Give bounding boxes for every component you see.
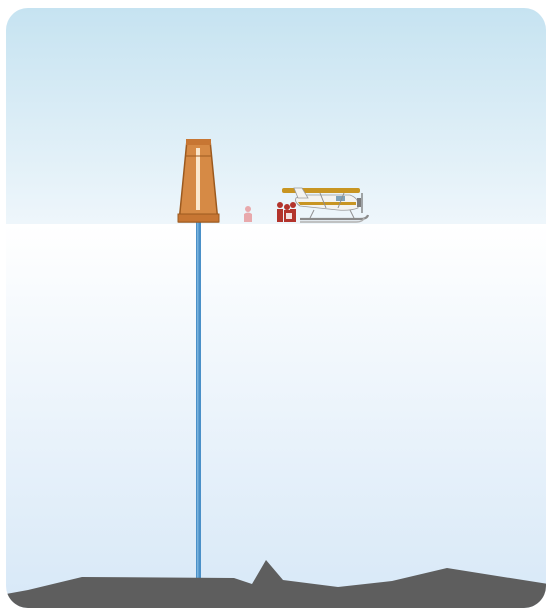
ice-sheet (6, 224, 546, 608)
people-group-icon (277, 202, 296, 222)
person-icon (244, 206, 252, 222)
sky (6, 8, 546, 224)
borehole-icon (196, 222, 201, 578)
